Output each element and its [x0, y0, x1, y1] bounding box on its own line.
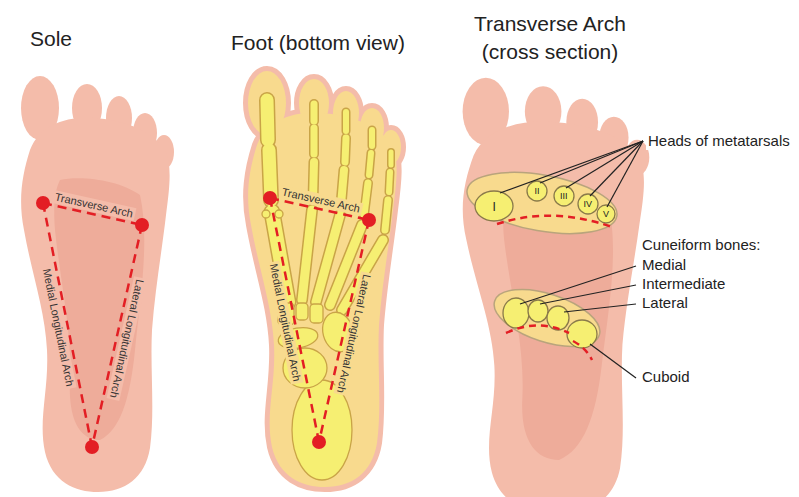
callout-label: Intermediate	[640, 275, 727, 293]
cuneiform-bones	[503, 298, 597, 348]
tarsal-section	[487, 278, 606, 358]
callout-label: Medial	[640, 256, 688, 274]
panel-heading: Sole	[28, 26, 74, 51]
callout-label: Lateral	[640, 294, 690, 312]
panel-heading: Foot (bottom view)	[229, 30, 407, 55]
arch-points	[263, 191, 376, 449]
metatarsal-number: I	[493, 201, 496, 213]
leader-lines	[500, 141, 643, 378]
metatarsal-number: III	[560, 192, 568, 201]
foot-outline	[463, 78, 650, 497]
metatarsal-section	[462, 162, 621, 244]
sole-foot	[21, 76, 174, 492]
skeleton-foot	[248, 71, 401, 487]
foot-tissue	[248, 71, 401, 487]
arch-points	[36, 196, 149, 454]
callout-label: Cuboid	[640, 368, 692, 386]
foot-outline	[21, 76, 174, 492]
callout-label: Heads of metatarsals	[646, 132, 792, 150]
metatarsal-number: II	[535, 187, 540, 196]
transverse-arch-curve	[497, 216, 612, 227]
cross-section-foot	[462, 78, 649, 497]
metatarsal-number: V	[603, 210, 609, 219]
metatarsal-number: IV	[584, 200, 593, 209]
callout-label: Cuneiform bones:	[640, 236, 762, 254]
foot-skin	[248, 71, 401, 487]
transverse-arch-curve	[573, 341, 592, 360]
panel-heading: Transverse Arch (cross section)	[443, 10, 657, 66]
transverse-arch-curve	[506, 326, 569, 334]
